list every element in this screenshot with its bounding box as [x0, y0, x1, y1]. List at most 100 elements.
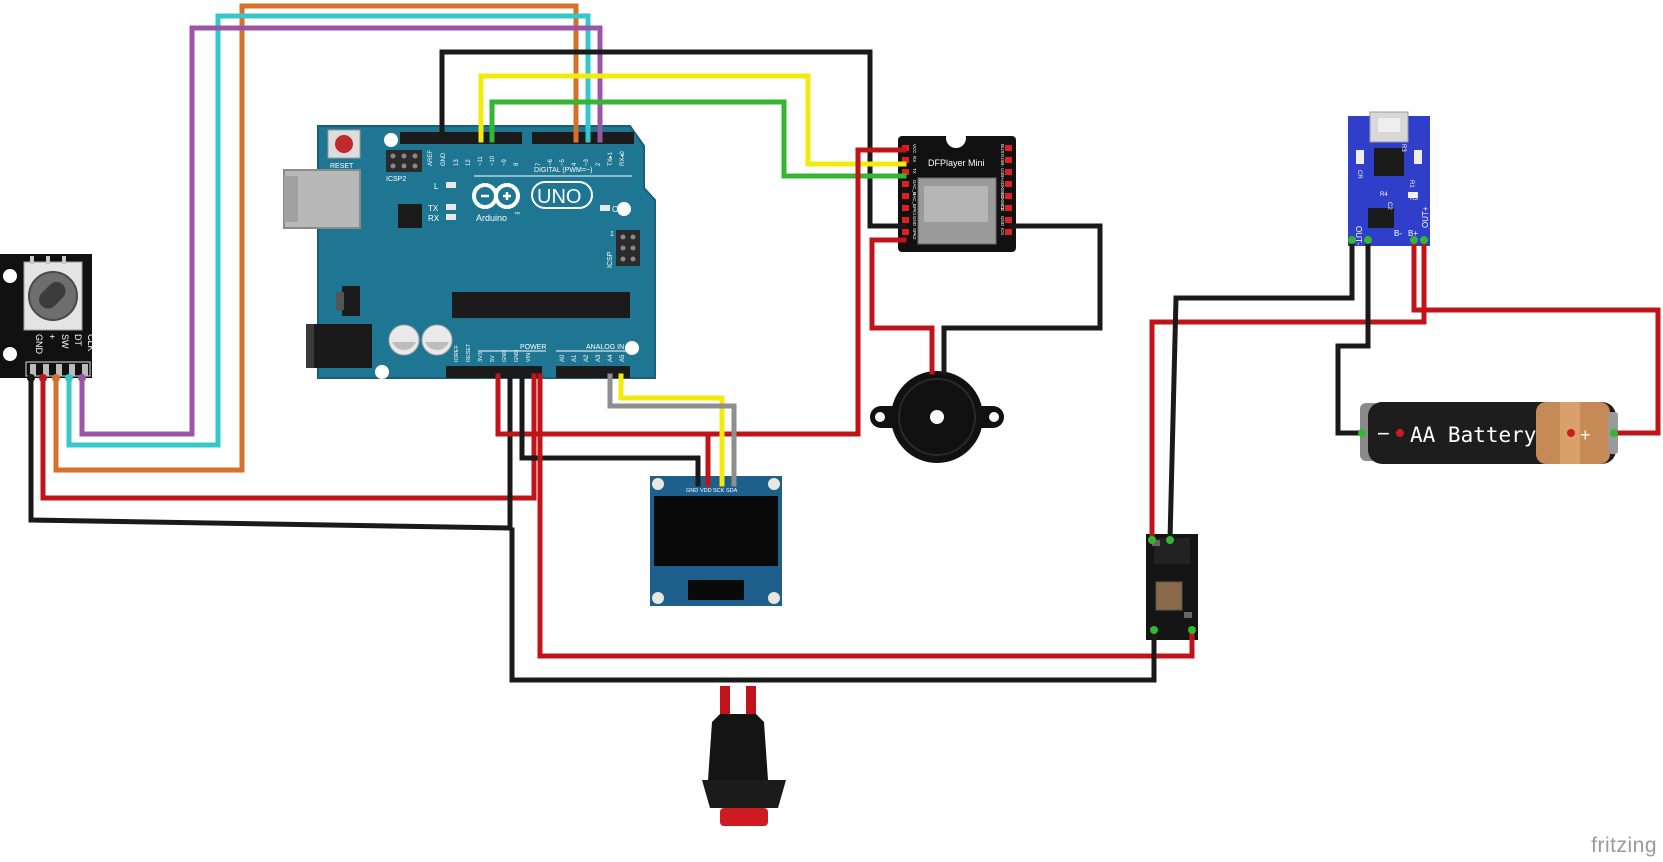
wire-green-df-tx	[489, 99, 907, 179]
wire-endpoint	[1148, 536, 1156, 544]
wire-black-oled-gnd	[519, 373, 701, 487]
wire-black-buzzer	[941, 223, 1103, 375]
encoder-pin-label: DT	[73, 334, 83, 346]
uno-label: UNO	[537, 186, 581, 208]
arduino-brand-label: Arduino	[476, 213, 507, 223]
icsp-label: ICSP	[607, 251, 614, 268]
analog-pin-label: A4	[608, 354, 614, 362]
dfplayer-pin-right	[1005, 169, 1012, 175]
wire-red-buzzer	[869, 237, 935, 375]
wire-black-encoder	[28, 373, 513, 531]
led-on	[600, 205, 610, 211]
led-rx	[446, 214, 456, 220]
dfplayer-pin-labels: VCCRXTXDAC_RDAC_LSPK1GNDSPK2BUSYUSB-USB+…	[912, 144, 1005, 240]
dfplayer-pin-label: ADKEY1	[1000, 192, 1005, 210]
wire-endpoint	[1150, 626, 1158, 634]
wire-gray-oled-sda	[607, 373, 737, 487]
dfplayer-title: DFPlayer Mini	[928, 158, 985, 168]
analog-pin-label: A3	[596, 354, 602, 362]
charger-label: OUT-	[1354, 226, 1363, 245]
charger-label: B+	[1408, 229, 1418, 238]
dfplayer-pin-right	[1005, 157, 1012, 163]
wire-black-boost-out	[509, 527, 1157, 683]
power-pin-label: GND	[502, 350, 508, 362]
encoder-pin-label: GND	[34, 334, 44, 355]
dfplayer-pin-left	[902, 205, 909, 211]
dfplayer-pin-left	[902, 229, 909, 235]
icsp2-header	[386, 150, 422, 172]
dfplayer-pin-label: GND	[1000, 216, 1005, 227]
dfplayer-pin-right	[1005, 217, 1012, 223]
capacitor-1	[388, 324, 420, 356]
dc-power-jack	[306, 324, 372, 368]
charger-label: CR	[1356, 170, 1362, 179]
power-header	[446, 366, 542, 378]
charger-label: R5	[1410, 196, 1418, 202]
dfplayer-pin-left	[902, 217, 909, 223]
dfplayer-mini-module: DFPlayer Mini VCCRXTXDAC_RDAC_LSPK1GNDSP…	[898, 128, 1016, 252]
led-l-label: L	[434, 182, 439, 191]
analog-pin-label: A5	[620, 354, 626, 362]
wire-endpoint	[1610, 429, 1618, 437]
power-pin-label: RESET	[466, 343, 472, 362]
voltage-regulator	[342, 286, 360, 316]
dfplayer-pin-left	[902, 181, 909, 187]
dfplayer-pin-label: USB-	[1000, 156, 1005, 167]
digital-pin-label: TX▸1	[608, 151, 614, 166]
wire-red-boost-out	[537, 373, 1195, 659]
dfplayer-pin-label: IO1	[1000, 228, 1005, 236]
battery-plus-label: +	[1580, 425, 1591, 445]
wire-black-df-gnd	[439, 49, 907, 229]
reset-label: RESET	[330, 163, 354, 170]
dfplayer-pin-label: SPK2	[912, 228, 917, 240]
dfplayer-pin-label: GND	[912, 216, 917, 227]
wire-endpoint	[1364, 236, 1372, 244]
aref-label: AREF	[428, 150, 434, 166]
capacitor-2	[421, 324, 453, 356]
dfplayer-pin-label: DAC_R	[912, 180, 917, 196]
charger-ic	[1374, 148, 1404, 176]
push-button[interactable]	[702, 686, 786, 826]
rx-label: RX	[428, 214, 440, 223]
analog-pin-label: A1	[572, 354, 578, 362]
charger-label: B-	[1394, 229, 1402, 238]
buzzer	[870, 371, 1004, 463]
power-pin-label: GND	[514, 350, 520, 362]
battery-minus-label: −	[1377, 421, 1390, 446]
digital-pin-label: 7	[536, 162, 542, 166]
oled-screen	[654, 496, 778, 566]
wire-layer	[27, 3, 1661, 683]
dfplayer-pin-left	[902, 157, 909, 163]
wire-endpoint	[78, 374, 86, 382]
led-l	[446, 182, 456, 188]
arduino-tm-label: ™	[514, 211, 520, 218]
fritzing-watermark: fritzing	[1591, 834, 1657, 857]
dfplayer-pin-right	[1005, 205, 1012, 211]
dfplayer-pin-label: BUSY	[1000, 144, 1005, 156]
digital-pin-label: 8	[514, 162, 520, 166]
wire-endpoint	[1348, 236, 1356, 244]
reset-button[interactable]	[327, 129, 361, 159]
dfplayer-pin-label: DAC_L	[912, 192, 917, 207]
dfplayer-pin-label: SPK1	[912, 204, 917, 216]
wire-endpoint	[39, 374, 47, 382]
power-pin-label: 3V3	[478, 352, 484, 362]
dfplayer-pin-right	[1005, 193, 1012, 199]
analog-pin-label: A2	[584, 354, 590, 362]
gnd-top-label: GND	[441, 152, 447, 166]
digital-pin-label: ~9	[502, 158, 508, 166]
wire-red-boost-in	[1149, 237, 1427, 543]
wire-yellow-oled-sck	[618, 373, 725, 487]
power-header-label: POWER	[520, 344, 546, 351]
charger-label: R1	[1408, 180, 1414, 188]
wire-endpoint	[1166, 536, 1174, 544]
power-pin-label: VIN	[526, 353, 532, 362]
charger-label: R3	[1400, 144, 1406, 152]
